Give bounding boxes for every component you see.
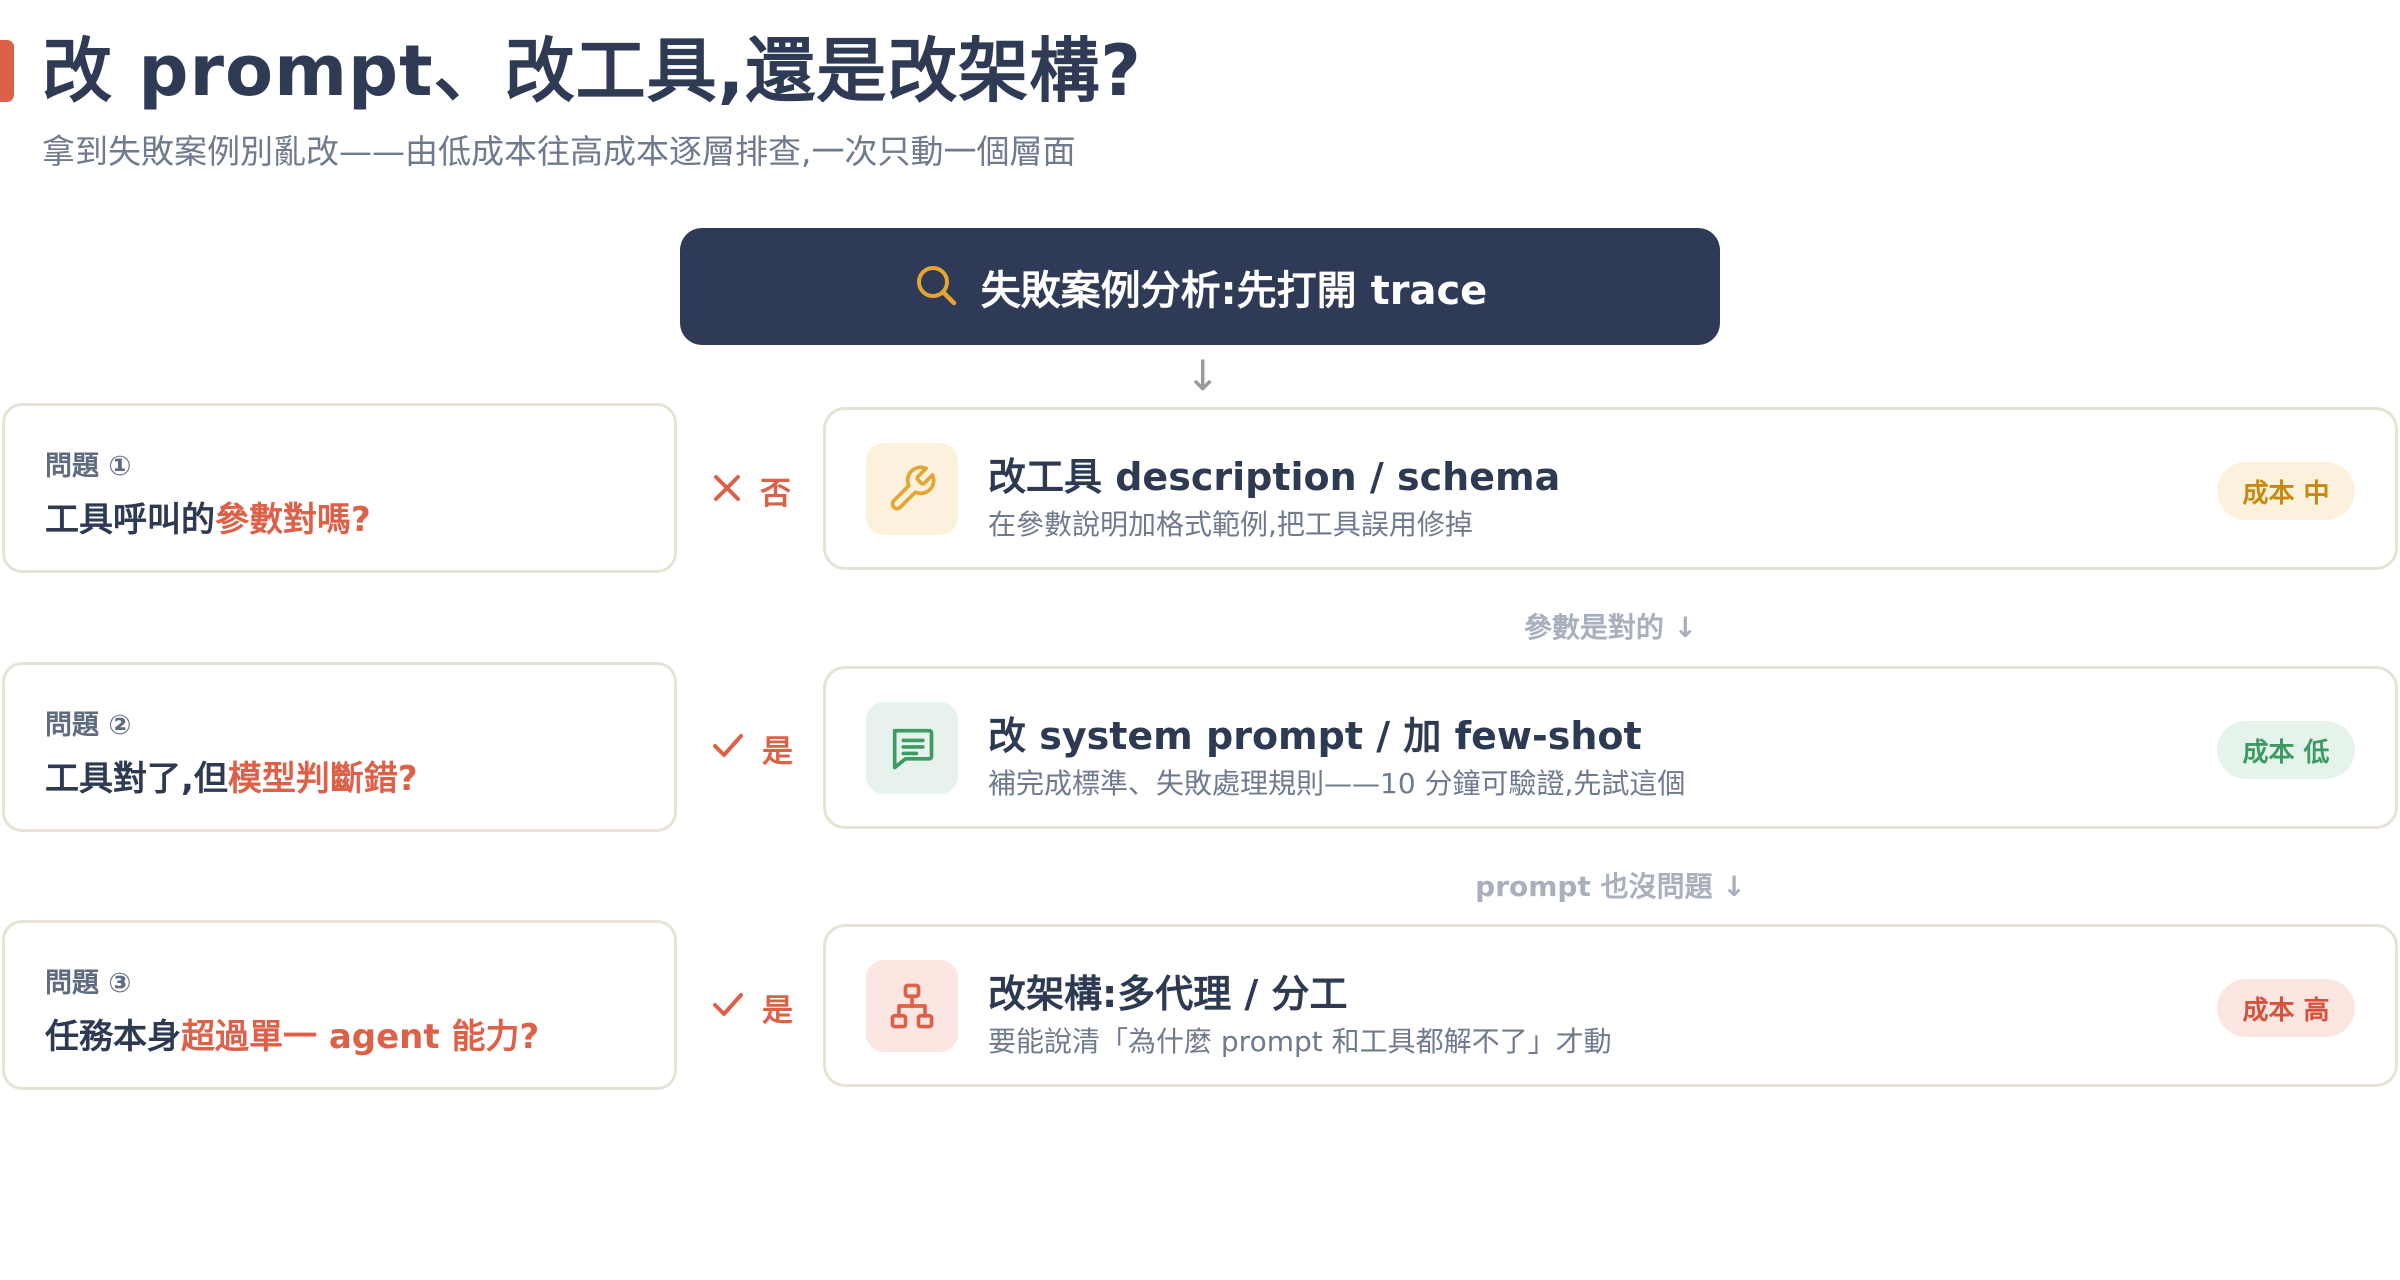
- action-card-1: 改工具 description / schema 在參數說明加格式範例,把工具誤…: [823, 407, 2398, 570]
- cost-badge-high: 成本 高: [2217, 979, 2355, 1037]
- cost-badge-low: 成本 低: [2217, 721, 2355, 779]
- question-card-3: 問題 ③ 任務本身超過單一 agent 能力?: [2, 920, 677, 1090]
- action-description: 在參數說明加格式範例,把工具誤用修掉: [988, 508, 1473, 541]
- wrench-icon: [866, 443, 958, 535]
- search-icon: [913, 262, 959, 312]
- branch-label: 否: [760, 475, 791, 512]
- question-card-1: 問題 ① 工具呼叫的參數對嗎?: [2, 403, 677, 573]
- x-icon: [712, 473, 742, 507]
- root-node-label: 失敗案例分析:先打開 trace: [980, 267, 1488, 314]
- action-card-3: 改架構:多代理 / 分工 要能說清「為什麼 prompt 和工具都解不了」才動 …: [823, 924, 2398, 1087]
- hierarchy-icon: [866, 960, 958, 1052]
- question-number: 問題 ②: [45, 710, 132, 741]
- branch-yes-3: 是: [712, 977, 812, 1037]
- question-text: 工具呼叫的參數對嗎?: [45, 500, 371, 540]
- page-subtitle: 拿到失敗案例別亂改——由低成本往高成本逐層排查,一次只動一個層面: [42, 132, 1076, 171]
- action-title: 改架構:多代理 / 分工: [988, 972, 1348, 1016]
- action-description: 補完成標準、失敗處理規則——10 分鐘可驗證,先試這個: [988, 767, 1686, 800]
- message-icon: [866, 702, 958, 794]
- action-title: 改工具 description / schema: [988, 455, 1561, 499]
- root-node: 失敗案例分析:先打開 trace: [680, 228, 1720, 345]
- question-number: 問題 ③: [45, 968, 132, 999]
- branch-no-1: 否: [712, 460, 812, 520]
- question-number: 問題 ①: [45, 451, 132, 482]
- action-title: 改 system prompt / 加 few-shot: [988, 714, 1642, 758]
- branch-label: 是: [762, 992, 793, 1029]
- question-card-2: 問題 ② 工具對了,但模型判斷錯?: [2, 662, 677, 832]
- connector-label-1: 參數是對的 ↓: [1523, 611, 1698, 644]
- connector-label-2: prompt 也沒問題 ↓: [1475, 870, 1746, 903]
- cost-badge-medium: 成本 中: [2217, 462, 2355, 520]
- check-icon: [712, 990, 744, 1024]
- question-text: 任務本身超過單一 agent 能力?: [45, 1017, 540, 1057]
- question-text: 工具對了,但模型判斷錯?: [45, 759, 418, 799]
- page-title: 改 prompt、改工具,還是改架構?: [42, 30, 1142, 112]
- title-accent-bar: [0, 40, 14, 102]
- action-card-2: 改 system prompt / 加 few-shot 補完成標準、失敗處理規…: [823, 666, 2398, 829]
- check-icon: [712, 731, 744, 765]
- branch-yes-2: 是: [712, 718, 812, 778]
- branch-label: 是: [762, 733, 793, 770]
- action-description: 要能說清「為什麼 prompt 和工具都解不了」才動: [988, 1025, 1612, 1058]
- root-down-arrow: ↓: [1185, 351, 1221, 400]
